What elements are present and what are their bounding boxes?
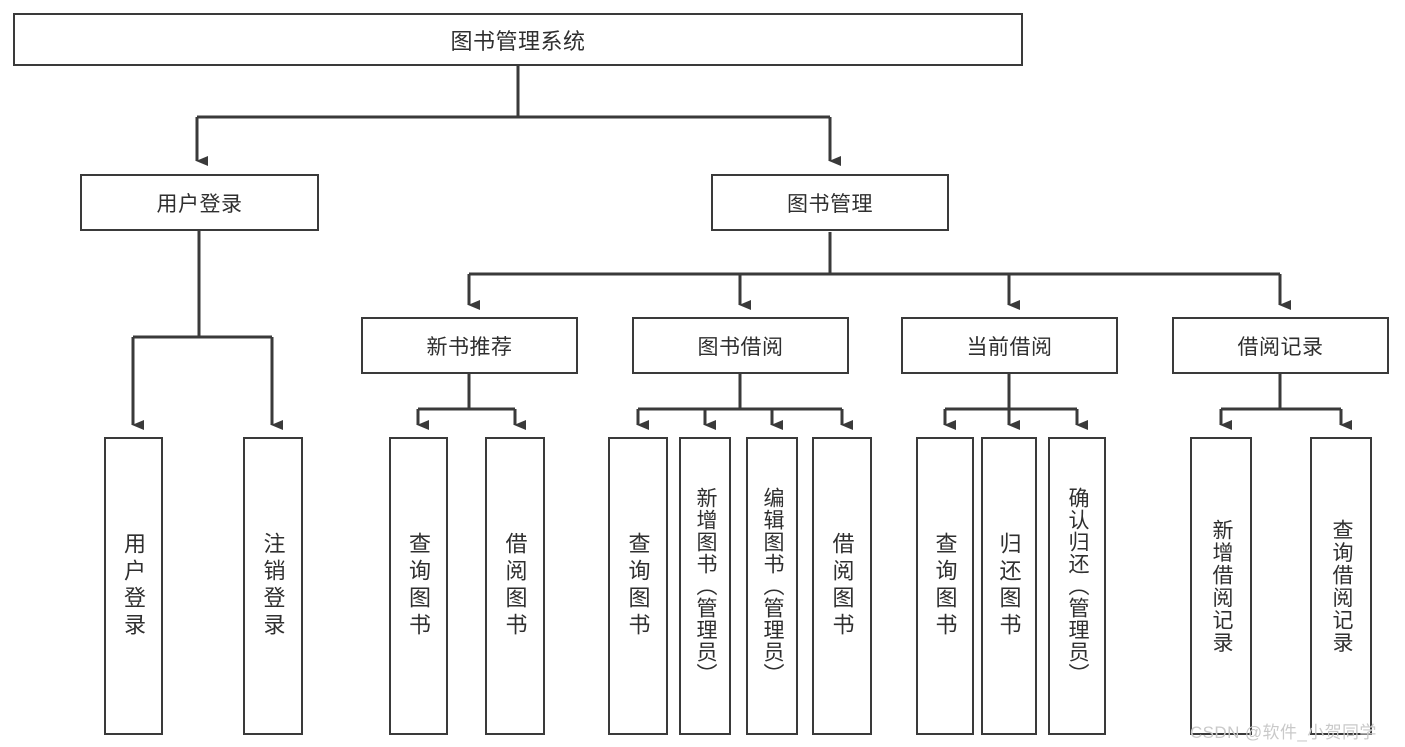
leaf-user-login[interactable]: 用户登录 — [104, 437, 163, 735]
node-label: 新增借阅记录 — [1209, 518, 1233, 654]
node-label: 图书借阅 — [697, 335, 784, 359]
node-label: 查询图书 — [406, 532, 432, 640]
leaf-current-query-book[interactable]: 查询图书 — [916, 437, 974, 735]
node-label: 用户登录 — [121, 532, 147, 640]
leaf-borrow-edit-book-admin[interactable]: 编辑图书（管理员） — [746, 437, 798, 735]
node-borrow-record[interactable]: 借阅记录 — [1172, 317, 1389, 374]
node-label: 查询图书 — [932, 532, 958, 640]
leaf-borrow-query-book[interactable]: 查询图书 — [608, 437, 668, 735]
node-label: 注销登录 — [260, 532, 286, 640]
node-label: 归还图书 — [996, 532, 1022, 640]
node-book-borrow[interactable]: 图书借阅 — [632, 317, 849, 374]
node-label: 新书推荐 — [426, 335, 513, 359]
leaf-user-logout[interactable]: 注销登录 — [243, 437, 303, 735]
node-label: 借阅图书 — [829, 532, 855, 640]
node-label: 当前借阅 — [966, 335, 1053, 359]
node-label: 查询图书 — [625, 532, 651, 640]
leaf-record-query-record[interactable]: 查询借阅记录 — [1310, 437, 1372, 735]
node-label: 借阅图书 — [502, 532, 528, 640]
node-current-borrow[interactable]: 当前借阅 — [901, 317, 1118, 374]
leaf-current-return-book[interactable]: 归还图书 — [981, 437, 1037, 735]
leaf-borrow-borrow-book[interactable]: 借阅图书 — [812, 437, 872, 735]
leaf-current-confirm-return-admin[interactable]: 确认归还（管理员） — [1048, 437, 1106, 735]
leaf-recommend-borrow-book[interactable]: 借阅图书 — [485, 437, 545, 735]
node-book-management[interactable]: 图书管理 — [711, 174, 949, 231]
node-root-system[interactable]: 图书管理系统 — [13, 13, 1023, 66]
leaf-borrow-add-book-admin[interactable]: 新增图书（管理员） — [679, 437, 731, 735]
node-new-book-recommend[interactable]: 新书推荐 — [361, 317, 578, 374]
node-label: 图书管理系统 — [450, 28, 586, 54]
node-label: 确认归还（管理员） — [1065, 487, 1089, 685]
node-label: 用户登录 — [156, 192, 243, 216]
node-label: 查询借阅记录 — [1329, 518, 1353, 654]
node-user-login[interactable]: 用户登录 — [80, 174, 319, 231]
csdn-watermark: CSDN @软件_小贺同学 — [1190, 723, 1377, 742]
node-label: 新增图书（管理员） — [693, 487, 717, 685]
node-label: 借阅记录 — [1237, 335, 1324, 359]
node-label: 编辑图书（管理员） — [760, 487, 784, 685]
leaf-recommend-query-book[interactable]: 查询图书 — [389, 437, 448, 735]
leaf-record-add-record[interactable]: 新增借阅记录 — [1190, 437, 1252, 735]
node-label: 图书管理 — [787, 192, 873, 216]
